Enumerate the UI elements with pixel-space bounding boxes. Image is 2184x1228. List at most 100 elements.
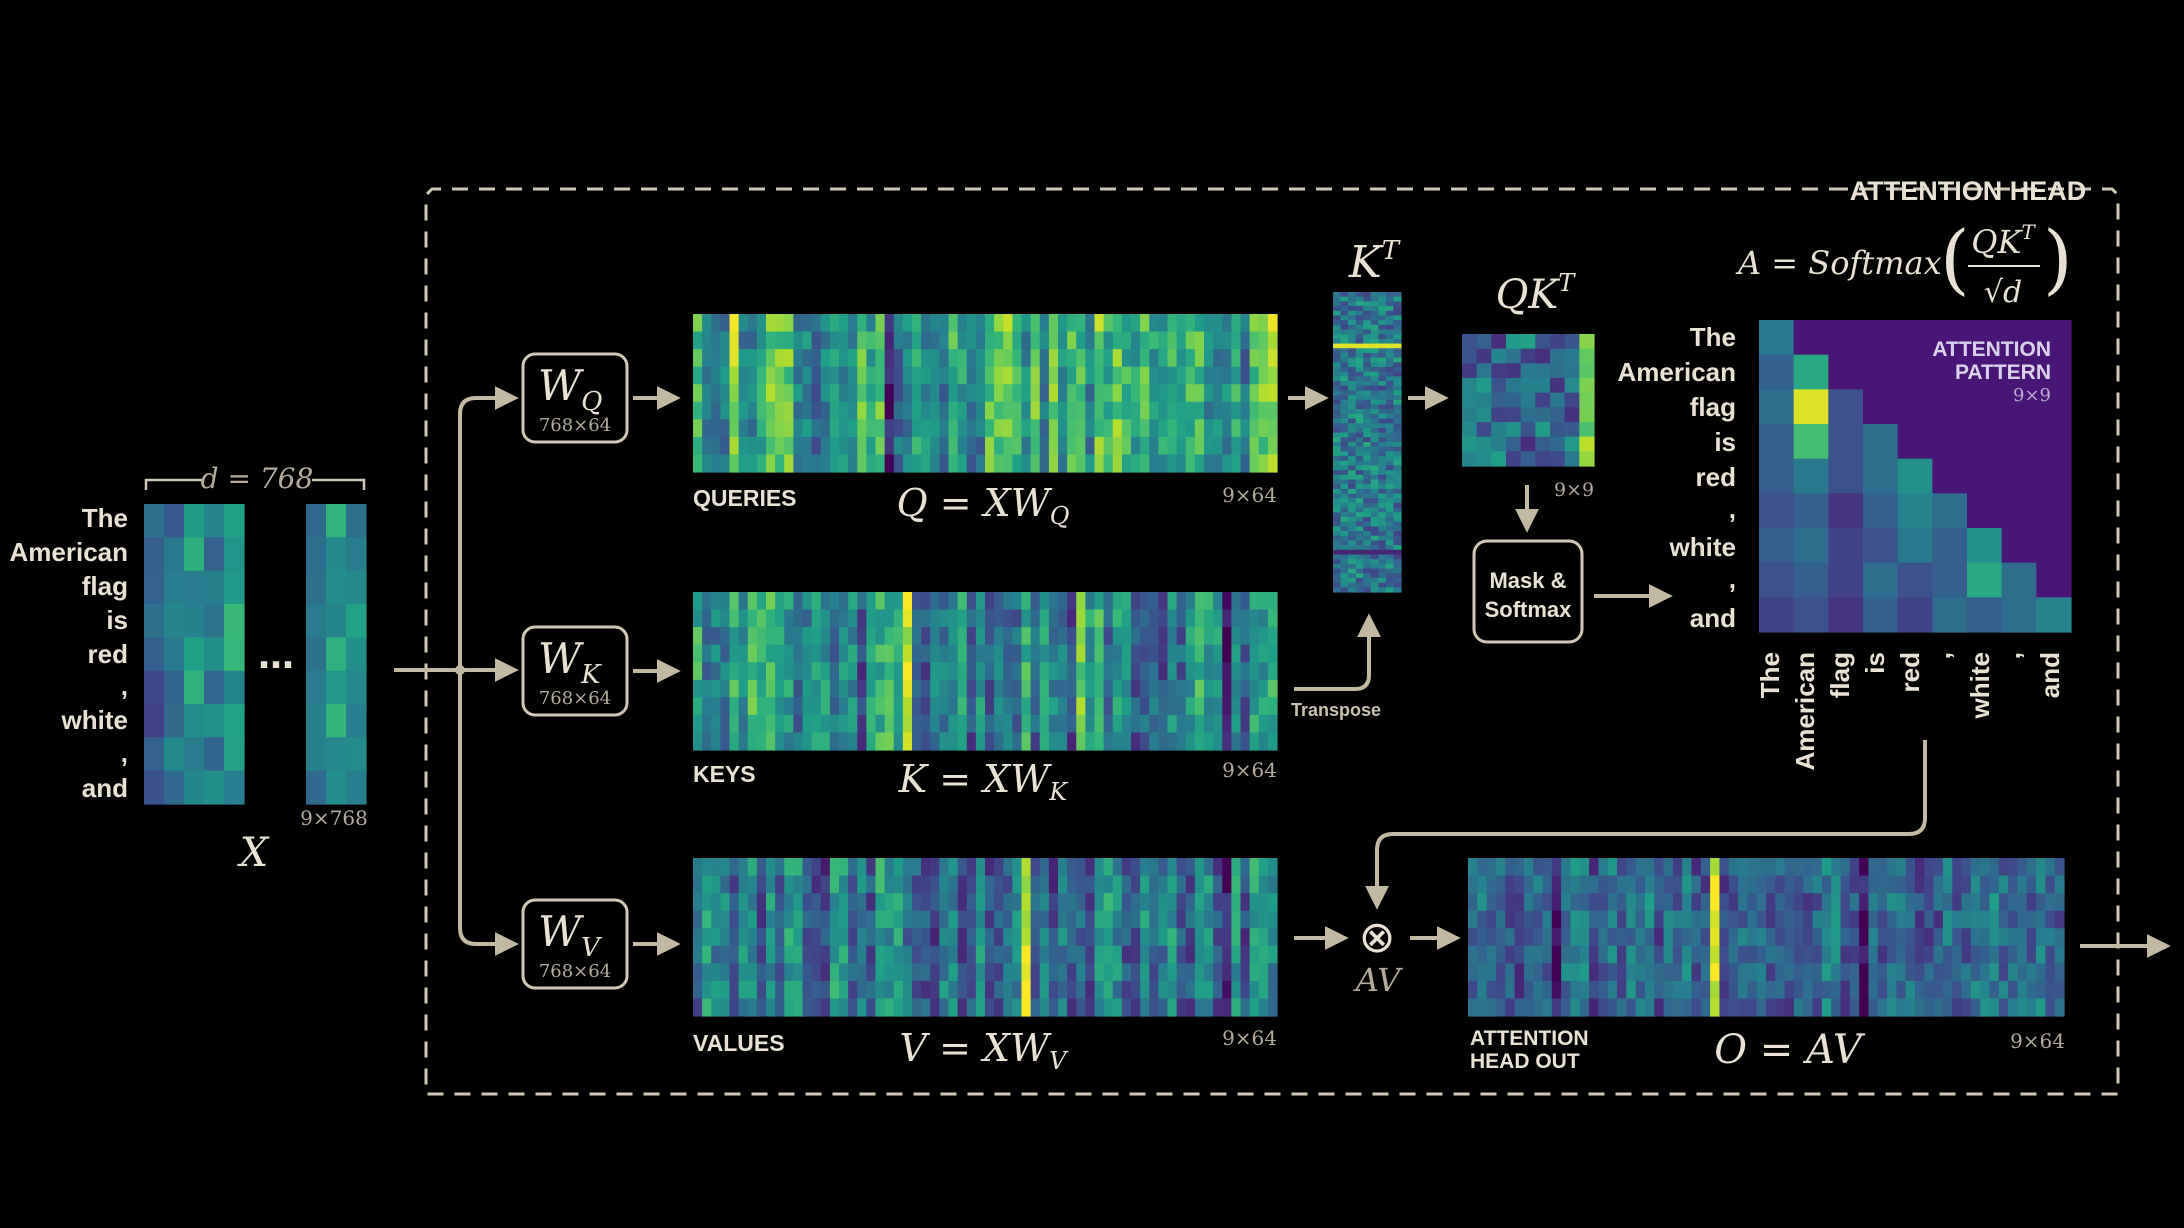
heatmap-cell <box>711 893 721 912</box>
heatmap-cell <box>1058 592 1068 611</box>
heatmap-cell <box>1840 980 1851 1000</box>
heatmap-cell <box>1514 893 1525 912</box>
heatmap-cell <box>893 314 904 333</box>
heatmap-cell <box>1149 998 1159 1017</box>
heatmap-cell <box>1385 456 1395 462</box>
heatmap-cell <box>1363 315 1372 321</box>
heatmap-cell <box>1385 395 1395 401</box>
heatmap-cell <box>829 609 840 628</box>
heatmap-cell <box>1048 366 1059 385</box>
heatmap-cell <box>1121 679 1132 698</box>
heatmap-cell <box>1240 627 1251 646</box>
heatmap-cell <box>306 770 327 805</box>
heatmap-cell <box>1897 389 1933 425</box>
heatmap-cell <box>1495 910 1506 929</box>
heatmap-cell <box>1240 858 1251 877</box>
heatmap-cell <box>693 331 703 350</box>
heatmap-cell <box>1812 928 1823 947</box>
heatmap-cell <box>1103 454 1114 473</box>
heatmap-cell <box>1140 714 1150 734</box>
heatmap-cell <box>738 627 749 646</box>
heatmap-cell <box>1393 367 1402 373</box>
heatmap-cell <box>1370 324 1379 331</box>
heatmap-cell <box>1222 910 1232 929</box>
heatmap-cell <box>1355 479 1364 485</box>
pattern-dims: 9×9 <box>2013 385 2051 406</box>
heatmap-cell <box>1514 875 1525 894</box>
heatmap-cell <box>1067 454 1077 473</box>
heatmap-cell <box>921 331 931 350</box>
heatmap-cell <box>1663 928 1674 947</box>
heatmap-cell <box>1333 381 1342 387</box>
heatmap-cell <box>893 714 904 734</box>
heatmap-cell <box>164 504 185 538</box>
heatmap-cell <box>144 770 165 805</box>
heatmap-cell <box>1363 563 1372 570</box>
heatmap-cell <box>1363 357 1372 363</box>
heatmap-cell <box>1348 512 1357 518</box>
heatmap-cell <box>1378 502 1387 509</box>
heatmap-cell <box>702 349 712 368</box>
heatmap-cell <box>857 349 867 368</box>
heatmap-cell <box>1340 385 1349 392</box>
heatmap-cell <box>1131 714 1141 734</box>
heatmap-cell <box>884 714 895 734</box>
heatmap-cell <box>848 366 858 385</box>
heatmap-cell <box>2036 893 2046 912</box>
heatmap-cell <box>1385 470 1395 476</box>
heatmap-cell <box>766 679 776 698</box>
heatmap-cell <box>884 945 895 964</box>
heatmap-cell <box>985 384 995 403</box>
heatmap-cell <box>893 697 904 716</box>
heatmap-cell <box>857 401 867 420</box>
heatmap-cell <box>948 644 959 663</box>
heatmap-cell <box>1348 549 1357 556</box>
heatmap-cell <box>1766 998 1776 1017</box>
heatmap-cell <box>702 875 712 894</box>
heatmap-cell <box>912 910 922 929</box>
heatmap-cell <box>1094 858 1105 877</box>
heatmap-cell <box>2054 998 2065 1017</box>
heatmap-cell <box>1355 545 1364 551</box>
heatmap-cell <box>930 893 940 912</box>
heatmap-cell <box>820 592 831 611</box>
heatmap-cell <box>811 928 822 947</box>
heatmap-cell <box>1333 423 1342 429</box>
heatmap-cell <box>1131 893 1141 912</box>
heatmap-cell <box>1340 320 1349 326</box>
heatmap-cell <box>306 637 327 672</box>
heatmap-cell <box>820 384 831 403</box>
heatmap-cell <box>866 419 877 438</box>
heatmap-cell <box>957 980 968 1000</box>
heatmap-cell <box>921 384 931 403</box>
pattern-title-1: ATTENTION <box>1932 338 2051 361</box>
heatmap-cell <box>848 401 858 420</box>
heatmap-cell <box>1654 980 1665 1000</box>
heatmap-cell <box>966 436 977 456</box>
heatmap-cell <box>1551 998 1562 1017</box>
heatmap-cell <box>747 419 758 438</box>
heatmap-cell <box>1828 389 1864 425</box>
heatmap-cell <box>224 570 245 605</box>
heatmap-cell <box>1378 451 1387 457</box>
heatmap-cell <box>1672 893 1683 912</box>
heatmap-cell <box>1849 858 1860 877</box>
heatmap-cell <box>866 644 877 663</box>
heatmap-cell <box>1654 875 1665 894</box>
heatmap-cell <box>1185 963 1196 982</box>
heatmap-cell <box>1340 437 1349 443</box>
heatmap-cell <box>930 858 940 877</box>
heatmap-cell <box>921 679 931 698</box>
heatmap-cell <box>1924 980 1935 1000</box>
heatmap-cell <box>729 893 740 912</box>
heatmap-cell <box>1030 945 1041 964</box>
heatmap-cell <box>1167 401 1178 420</box>
heatmap-cell <box>793 419 804 438</box>
heatmap-cell <box>693 910 703 929</box>
heatmap-cell <box>1030 697 1041 716</box>
heatmap-cell <box>711 928 721 947</box>
heatmap-cell <box>1849 875 1860 894</box>
heatmap-cell <box>1533 945 1544 964</box>
heatmap-cell <box>1333 573 1342 579</box>
heatmap-cell <box>720 714 731 734</box>
